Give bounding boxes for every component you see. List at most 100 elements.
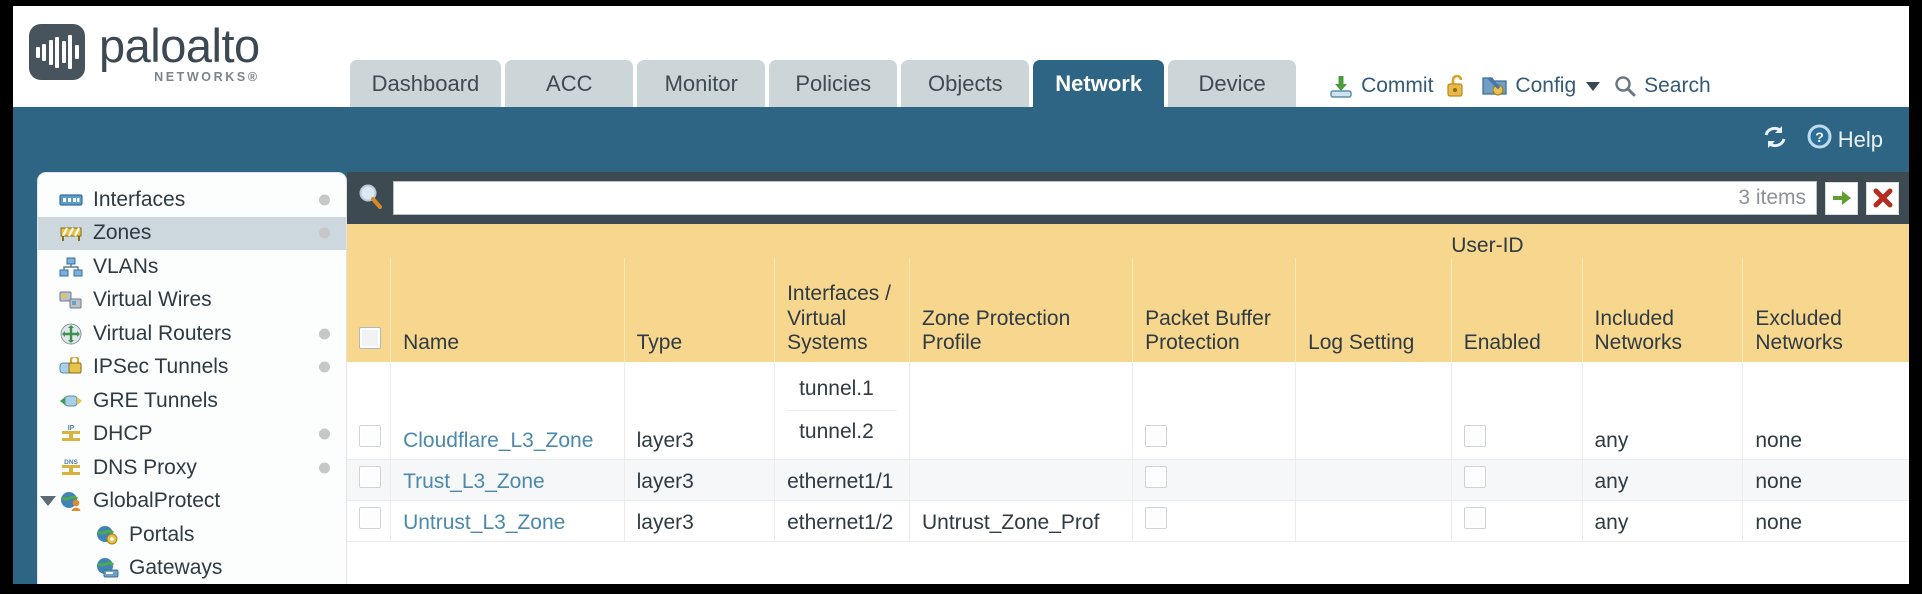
col-type[interactable]: Type [623,258,775,362]
commit-icon [1328,73,1354,99]
cell-excluded-networks: none [1742,362,1909,460]
row-checkbox[interactable] [359,425,381,447]
col-log-setting[interactable]: Log Setting [1295,258,1452,362]
col-excluded-networks[interactable]: Excluded Networks [1742,258,1909,362]
zones-table-container[interactable]: User-ID Name Type Interfaces / Virtual S… [347,224,1909,584]
sidebar-item-label: Zones [93,221,152,245]
userid-enabled-checkbox[interactable] [1463,466,1486,488]
chevron-down-icon[interactable] [1586,81,1601,91]
sidebar-item-gre-tunnels[interactable]: GRE Tunnels [38,384,346,418]
tab-policies[interactable]: Policies [769,60,898,107]
clear-filter-button[interactable] [1866,181,1899,215]
tree-expand-icon[interactable] [40,496,56,507]
zones-icon [58,222,84,244]
search-input[interactable]: 3 items [393,181,1817,215]
sidebar-item-globalprotect[interactable]: GlobalProtect [38,485,346,519]
zones-table: User-ID Name Type Interfaces / Virtual S… [347,224,1909,542]
config-icon [1481,73,1508,99]
commit-label: Commit [1361,74,1434,97]
cell-userid-enabled[interactable] [1450,362,1582,460]
cell-name[interactable]: Untrust_L3_Zone [390,500,625,542]
col-included-networks[interactable]: Included Networks [1581,258,1743,362]
row-checkbox[interactable] [359,466,381,488]
sub-header-bar: ? Help [13,107,1909,172]
cell-log-setting [1295,500,1452,542]
help-icon: ? [1806,123,1833,156]
portals-icon [94,524,120,546]
col-packet-buffer-protection[interactable]: Packet Buffer Protection [1132,258,1296,362]
col-enabled[interactable]: Enabled [1450,258,1582,362]
main-panel: 3 items [347,172,1909,584]
search-label: Search [1644,74,1711,97]
sidebar-item-zones[interactable]: Zones [38,216,346,250]
globalprotect-icon [58,490,84,512]
sidebar-item-label: Virtual Routers [93,321,232,345]
sidebar-item-ipsec-tunnels[interactable]: IPSec Tunnels [38,351,346,385]
sidebar-item-virtual-routers[interactable]: Virtual Routers [38,317,346,351]
row-select-cell[interactable] [347,500,391,542]
sidebar-item-virtual-wires[interactable]: Virtual Wires [38,284,346,318]
cell-log-setting [1295,362,1452,460]
search-icon[interactable] [355,181,385,216]
packet-buffer-checkbox[interactable] [1145,466,1168,488]
main-nav-tabs[interactable]: Dashboard ACC Monitor Policies Objects N… [349,60,1297,107]
cell-zone-protection-profile [908,459,1133,501]
status-dot [319,194,330,206]
cell-excluded-networks: none [1742,459,1909,501]
cell-userid-enabled[interactable] [1450,459,1582,501]
ipsec-tunnels-icon [58,356,84,378]
help-button[interactable]: ? Help [1806,123,1883,156]
row-checkbox[interactable] [359,507,381,529]
config-menu[interactable]: Config [1481,73,1601,99]
tab-network[interactable]: Network [1033,60,1165,107]
tab-objects[interactable]: Objects [901,60,1030,107]
select-all-checkbox[interactable] [359,327,381,350]
search-icon [1613,74,1637,98]
lock-button[interactable] [1446,73,1468,99]
table-row[interactable]: Trust_L3_Zone layer3 ethernet1/1 any non… [347,459,1909,501]
refresh-icon[interactable] [1760,122,1790,157]
tab-device[interactable]: Device [1168,60,1297,107]
userid-enabled-checkbox[interactable] [1463,507,1486,529]
cell-name[interactable]: Trust_L3_Zone [390,459,625,501]
cell-packet-buffer-protection[interactable] [1132,459,1296,501]
cell-type: layer3 [623,459,775,501]
commit-button[interactable]: Commit [1328,73,1433,99]
row-select-cell[interactable] [347,459,391,501]
tab-monitor[interactable]: Monitor [637,60,766,107]
tab-acc[interactable]: ACC [505,60,634,107]
col-zone-protection-profile[interactable]: Zone Protection Profile [908,258,1133,362]
sidebar-item-label: Gateways [129,556,223,580]
cell-type: layer3 [623,362,775,460]
userid-enabled-checkbox[interactable] [1463,425,1486,447]
packet-buffer-checkbox[interactable] [1145,507,1168,529]
tab-dashboard[interactable]: Dashboard [349,60,502,107]
sidebar-item-label: DHCP [93,422,153,446]
sidebar-item-interfaces[interactable]: Interfaces [38,183,346,217]
cell-packet-buffer-protection[interactable] [1132,362,1296,460]
table-row[interactable]: Cloudflare_L3_Zone layer3 tunnel.1 tunne… [347,362,1909,460]
sidebar-item-portals[interactable]: Portals [38,518,346,552]
sidebar-item-vlans[interactable]: VLANs [38,250,346,284]
col-name[interactable]: Name [390,258,625,362]
cell-interfaces: ethernet1/1 [774,459,910,501]
paloalto-logo-icon [29,24,85,81]
packet-buffer-checkbox[interactable] [1145,425,1168,447]
brand-tagline: NETWORKS® [154,69,260,84]
sidebar-item-dns-proxy[interactable]: DNS DNS Proxy [38,451,346,485]
cell-name[interactable]: Cloudflare_L3_Zone [390,362,625,460]
sidebar-item-dhcp[interactable]: IP DHCP [38,418,346,452]
cell-userid-enabled[interactable] [1450,500,1582,542]
col-interfaces[interactable]: Interfaces / Virtual Systems [774,258,910,362]
search-button[interactable]: Search [1613,74,1711,98]
sidebar-item-gateways[interactable]: Gateways [38,552,346,585]
table-group-header-row: User-ID [347,224,1909,258]
row-select-cell[interactable] [347,362,391,460]
table-row[interactable]: Untrust_L3_Zone layer3 ethernet1/2 Untru… [347,500,1909,542]
cell-packet-buffer-protection[interactable] [1132,500,1296,542]
apply-filter-button[interactable] [1825,181,1858,215]
cell-included-networks: any [1581,362,1743,460]
cell-excluded-networks: none [1742,500,1909,542]
select-all-header[interactable] [347,258,391,362]
